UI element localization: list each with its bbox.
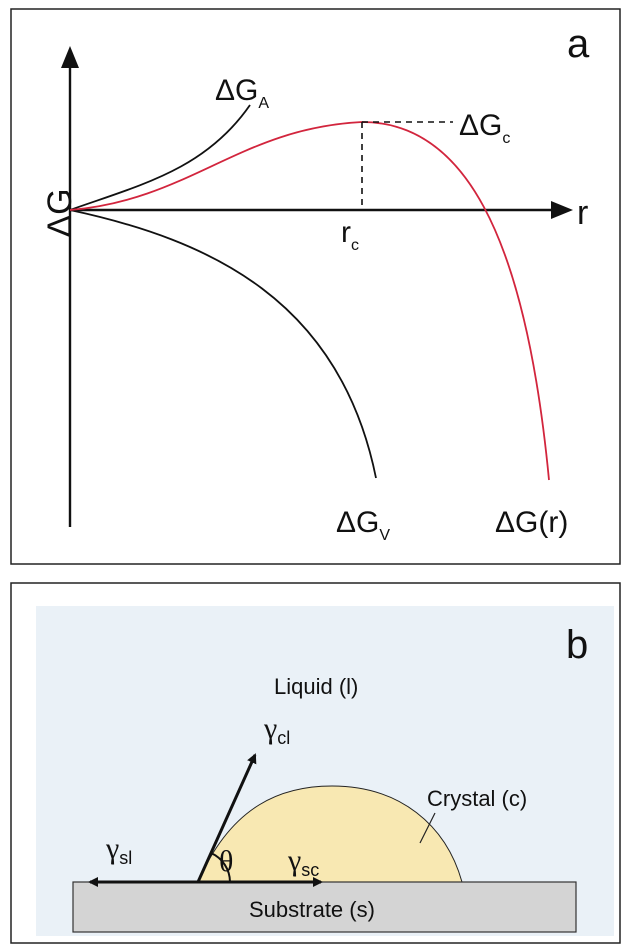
contact-angle-arc xyxy=(210,852,231,883)
label-critical-radius: rc xyxy=(341,216,359,254)
x-axis-label: r xyxy=(577,194,588,232)
label-volume-term: ΔGV xyxy=(336,506,390,544)
vector-crystal-liquid xyxy=(196,753,257,883)
crystal-label-leader xyxy=(419,812,436,844)
label-gamma-sc: γsc xyxy=(287,844,319,880)
crystal-label: Crystal (c) xyxy=(427,786,527,811)
panel-a: a ΔG r ΔGA ΔGc rc ΔGV ΔG(r) xyxy=(10,8,621,565)
curve-total xyxy=(69,121,550,481)
label-surface-term: ΔGA xyxy=(215,74,269,112)
label-critical-energy: ΔGc xyxy=(459,109,510,147)
y-axis-label: ΔG xyxy=(41,188,79,237)
label-gamma-sl: γsl xyxy=(105,832,132,868)
label-total: ΔG(r) xyxy=(495,506,568,539)
panel-b-letter: b xyxy=(566,623,588,667)
substrate-label: Substrate (s) xyxy=(249,897,375,922)
panel-b: b Liquid (l) Crystal (c) Substrate (s) θ… xyxy=(10,582,621,944)
curve-surface-term xyxy=(69,104,251,211)
label-gamma-cl: γcl xyxy=(263,712,290,748)
contact-angle-label: θ xyxy=(219,845,233,878)
crystal-nucleus xyxy=(197,785,463,883)
panel-a-frame xyxy=(10,8,621,565)
liquid-label: Liquid (l) xyxy=(274,674,358,699)
panel-a-letter: a xyxy=(567,22,590,66)
substrate-block xyxy=(72,881,577,933)
curve-volume-term xyxy=(69,209,377,479)
